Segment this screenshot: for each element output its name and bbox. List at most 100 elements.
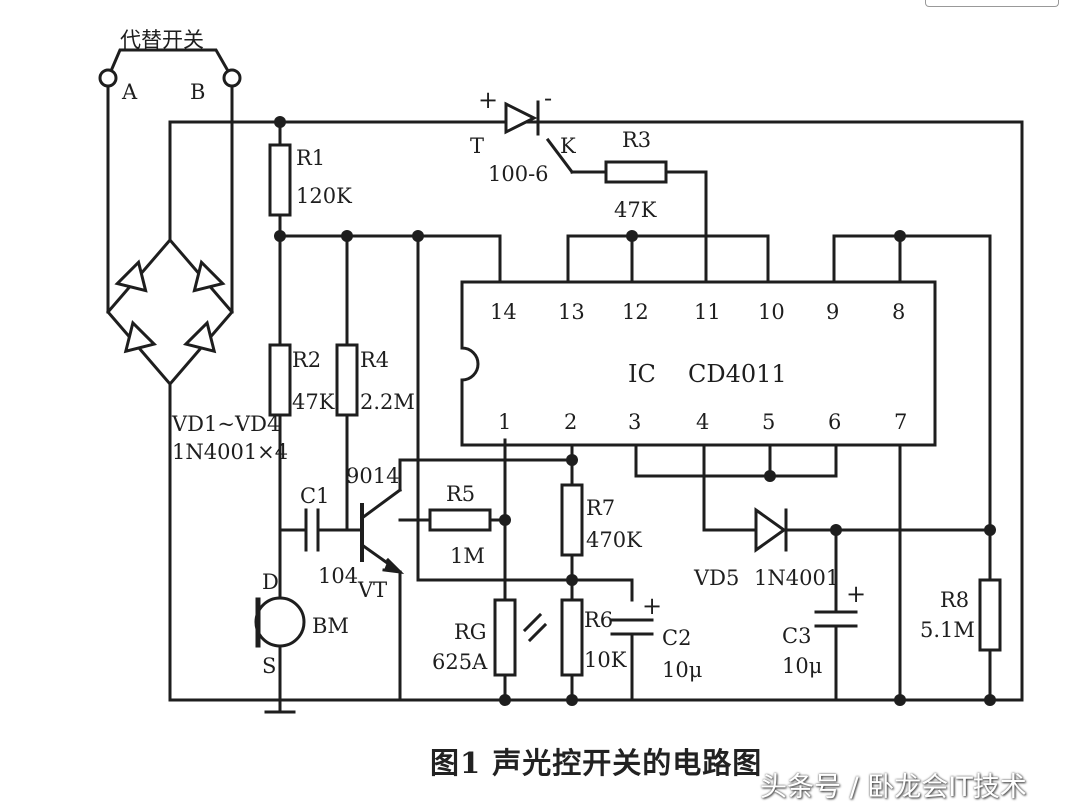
r2-name: R2 (292, 348, 322, 372)
diode-bridge-4 (182, 319, 217, 354)
junction-dot (499, 694, 511, 706)
bridge-outline (106, 237, 234, 387)
c2-plus: + (642, 592, 663, 620)
ic-pin-4: 4 (696, 410, 710, 434)
resistor-r7 (560, 483, 584, 557)
r8-value: 5.1M (920, 618, 975, 642)
ic-pin-14: 14 (490, 300, 517, 324)
vd5-part: 1N4001 (754, 566, 840, 590)
diode-bridge-1 (114, 259, 148, 293)
bridge-label: VD1~VD4 (172, 412, 281, 436)
ic-part: CD4011 (688, 360, 787, 388)
terminal-a-label: A (122, 80, 138, 104)
resistor-r8 (978, 578, 1002, 652)
ic-pin-1: 1 (498, 410, 512, 434)
r1-value: 120K (296, 184, 352, 208)
junction-dot (894, 230, 906, 242)
transistor-collector (359, 487, 403, 521)
switch-title: 代替开关 (120, 28, 204, 52)
diode-bridge-3 (123, 319, 158, 354)
terminal-a (98, 68, 118, 88)
ic-pin-13: 13 (558, 300, 585, 324)
triac-part: 100-6 (488, 162, 549, 186)
ic-pin-7: 7 (894, 410, 908, 434)
r1-name: R1 (296, 146, 326, 170)
c3-name: C3 (782, 624, 812, 648)
terminal-b-label: B (190, 80, 206, 104)
ic-pin-9: 9 (826, 300, 840, 324)
c1-value: 104 (318, 564, 359, 588)
photo-name: RG (454, 620, 487, 644)
resistor-r1 (268, 143, 292, 217)
junction-dot (566, 574, 578, 586)
junction-dot (764, 470, 776, 482)
c3-plus: + (846, 580, 867, 608)
triac-plus: + (478, 86, 499, 114)
c3-value: 10μ (782, 654, 823, 678)
triac-k: K (560, 134, 576, 158)
mic-name: BM (312, 614, 349, 638)
ic-pin-10: 10 (758, 300, 785, 324)
r4-name: R4 (360, 348, 390, 372)
junction-dot (274, 230, 286, 242)
junction-dot (274, 116, 286, 128)
mic-d: D (262, 570, 279, 594)
r6-value: 10K (584, 648, 627, 672)
r8-name: R8 (940, 588, 970, 612)
ic-pin-6: 6 (828, 410, 842, 434)
resistor-r5 (428, 508, 492, 532)
ic-pin-5: 5 (762, 410, 776, 434)
transistor-part: 9014 (346, 464, 400, 488)
junction-dot (566, 694, 578, 706)
junction-dot (984, 524, 996, 536)
diode-vd5 (754, 507, 787, 553)
ic-pin-11: 11 (694, 300, 721, 324)
r4-value: 2.2M (360, 390, 415, 414)
wire-switch-bracket (106, 48, 235, 81)
r6-name: R6 (584, 608, 614, 632)
r7-name: R7 (586, 496, 616, 520)
resistor-r2 (268, 343, 292, 417)
c2-value: 10μ (662, 658, 703, 682)
c2-name: C2 (662, 626, 692, 650)
ic-name: IC (628, 360, 656, 388)
ic-pin-3: 3 (628, 410, 642, 434)
junction-dot (984, 694, 996, 706)
r3-value: 47K (614, 198, 657, 222)
junction-dot (626, 230, 638, 242)
diode-bridge-2 (192, 259, 226, 293)
microphone-bm (254, 596, 306, 648)
triac-t: T (470, 134, 485, 158)
triac-symbol (504, 101, 538, 135)
r3-name: R3 (622, 128, 652, 152)
figure-caption: 图1 声光控开关的电路图 (430, 746, 763, 780)
photoresistor-rg (493, 598, 517, 677)
watermark: 头条号 / 卧龙会IT技术 (760, 772, 1027, 803)
r2-value: 47K (292, 390, 335, 414)
junction-dot (566, 454, 578, 466)
photo-part: 625A (432, 650, 488, 674)
mic-s: S (262, 654, 277, 678)
junction-dot (412, 230, 424, 242)
corner-frame (925, 0, 1059, 7)
junction-dot (894, 694, 906, 706)
ic-pin-12: 12 (622, 300, 649, 324)
r5-value: 1M (450, 544, 485, 568)
vd5-name: VD5 (694, 566, 740, 590)
bridge-part: 1N4001×4 (172, 440, 289, 464)
transistor-name: VT (358, 578, 388, 602)
r7-value: 470K (586, 528, 642, 552)
resistor-r6 (560, 598, 584, 677)
resistor-r4 (335, 343, 359, 417)
c1-name: C1 (300, 484, 330, 508)
ic-pin-8: 8 (892, 300, 906, 324)
terminal-b (222, 68, 242, 88)
junction-dot (499, 514, 511, 526)
ic-body (460, 280, 937, 447)
resistor-r3 (604, 160, 668, 184)
junction-dot (830, 524, 842, 536)
ic-pin-2: 2 (564, 410, 578, 434)
r5-name: R5 (446, 482, 476, 506)
